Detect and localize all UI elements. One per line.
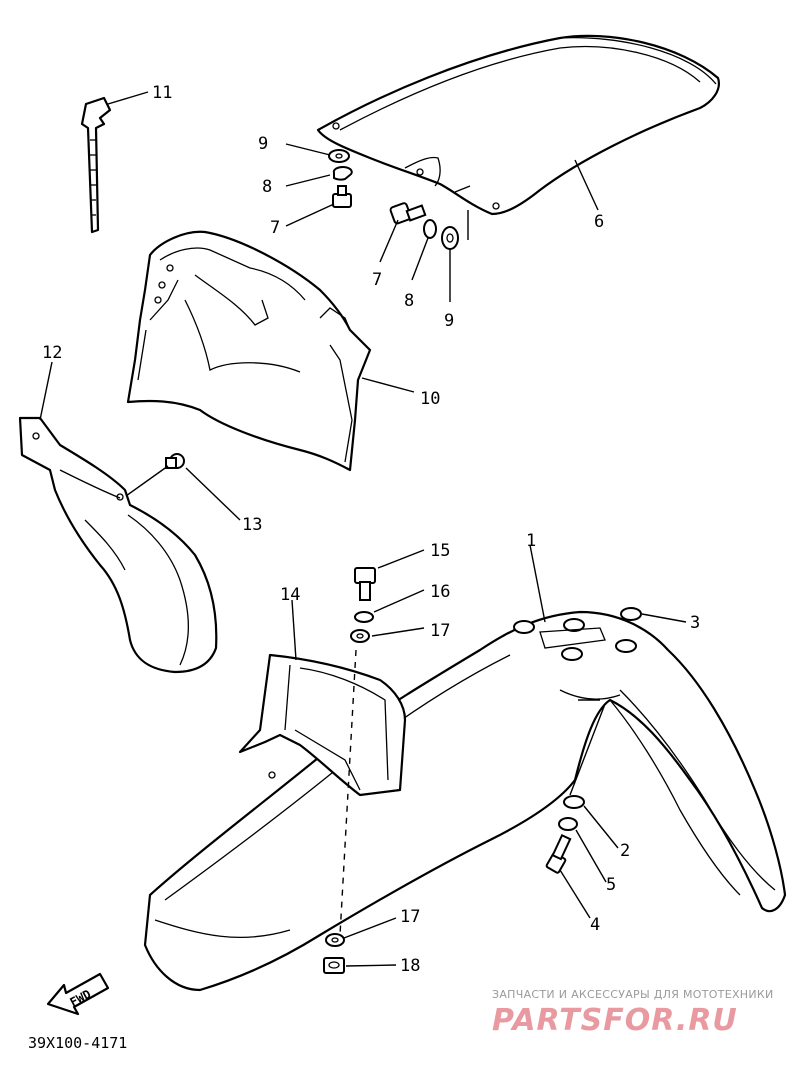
callout-8a: 8 [262,177,272,197]
bolt-7b [389,202,427,225]
grommet-3 [620,607,642,621]
bolt-4 [545,834,572,874]
washer-9b [441,226,459,250]
callout-18: 18 [400,956,420,976]
callout-17b: 17 [400,907,420,927]
callout-9b: 9 [444,311,454,331]
callouts: 11 9 8 7 7 8 9 6 10 12 13 15 16 17 14 1 … [42,83,700,976]
callout-7a: 7 [270,218,280,238]
bolt-15 [354,567,376,601]
callout-8b: 8 [404,291,414,311]
callout-10: 10 [420,389,440,409]
watermark-caption: ЗАПЧАСТИ И АКСЕССУАРЫ ДЛЯ МОТОТЕХНИКИ [492,988,774,1001]
diagram-code: 39X100-4171 [28,1034,127,1052]
cable-tie [80,96,112,234]
headlight-cover [126,230,372,472]
callout-17a: 17 [430,621,450,641]
washer-17a [350,629,370,643]
side-cover [18,416,218,674]
watermark-brand: PARTSFOR.RU [492,1003,738,1038]
washer-9a [328,149,350,163]
callout-15: 15 [430,541,450,561]
callout-2: 2 [620,841,630,861]
spring-washer-8a [332,166,353,181]
callout-11: 11 [152,83,172,103]
front-fender [316,34,720,216]
callout-12: 12 [42,343,62,363]
nut-18 [323,957,345,974]
callout-5: 5 [606,875,616,895]
callout-16: 16 [430,582,450,602]
callout-9a: 9 [258,134,268,154]
watermark: ЗАПЧАСТИ И АКСЕССУАРЫ ДЛЯ МОТОТЕХНИКИ PA… [492,988,774,1038]
spring-washer-5 [558,817,578,831]
washer-2 [563,795,585,809]
rear-fender [143,610,787,992]
callout-7b: 7 [372,270,382,290]
callout-13: 13 [242,515,262,535]
callout-4: 4 [590,915,600,935]
callout-6: 6 [594,212,604,232]
rear-mud-flap [238,653,407,797]
hardware [165,149,642,974]
leader-lines [39,91,687,967]
washer-17b [325,933,345,947]
spring-washer-8b [423,219,437,239]
forward-arrow: FWD [46,972,110,1016]
callout-1: 1 [526,531,536,551]
callout-3: 3 [690,613,700,633]
spring-washer-16 [354,611,374,623]
screw-13 [165,453,185,469]
callout-14: 14 [280,585,300,605]
bolt-7a [332,185,352,208]
